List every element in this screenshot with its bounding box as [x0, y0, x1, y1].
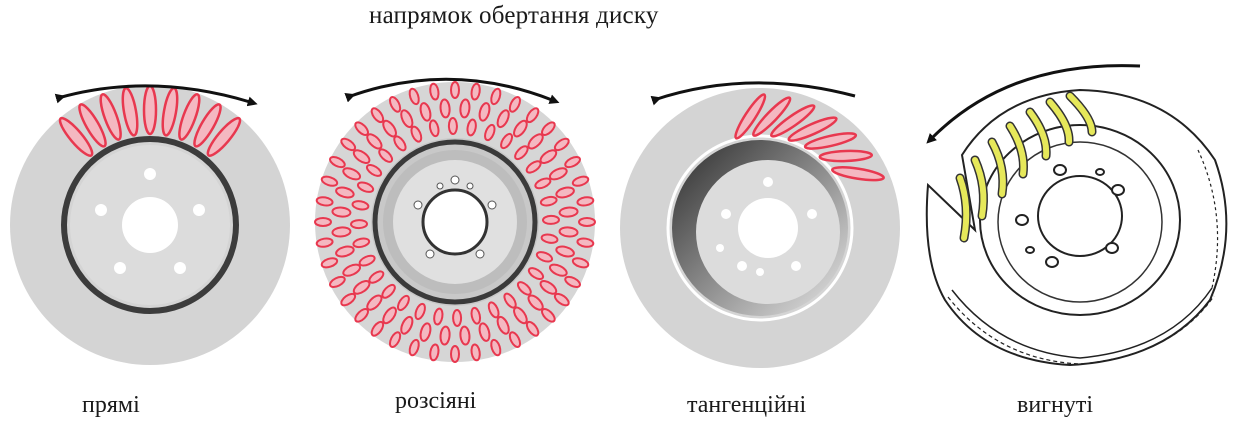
- vane: [453, 310, 461, 326]
- disc-straight: [10, 85, 290, 365]
- disc-scattered: [315, 79, 595, 362]
- vane: [351, 220, 367, 228]
- vane: [144, 86, 156, 134]
- vane: [559, 227, 578, 238]
- vane: [332, 227, 351, 238]
- vane: [451, 346, 459, 362]
- vane: [449, 118, 457, 134]
- vane: [440, 99, 451, 118]
- label-tangential: тангенційні: [687, 392, 806, 419]
- vane: [579, 218, 595, 226]
- disc-tangential: [620, 83, 900, 368]
- vane: [451, 82, 459, 98]
- vane: [332, 207, 351, 218]
- label-straight: прямі: [82, 392, 140, 419]
- vane: [440, 326, 451, 345]
- label-curved: вигнуті: [1017, 392, 1093, 419]
- vane: [315, 218, 331, 226]
- vane: [543, 216, 559, 224]
- vane: [820, 150, 872, 162]
- vane: [559, 207, 578, 218]
- vane: [460, 99, 471, 118]
- label-scattered: розсіяні: [395, 388, 476, 415]
- disc-curved: [927, 66, 1227, 365]
- vane: [460, 326, 471, 345]
